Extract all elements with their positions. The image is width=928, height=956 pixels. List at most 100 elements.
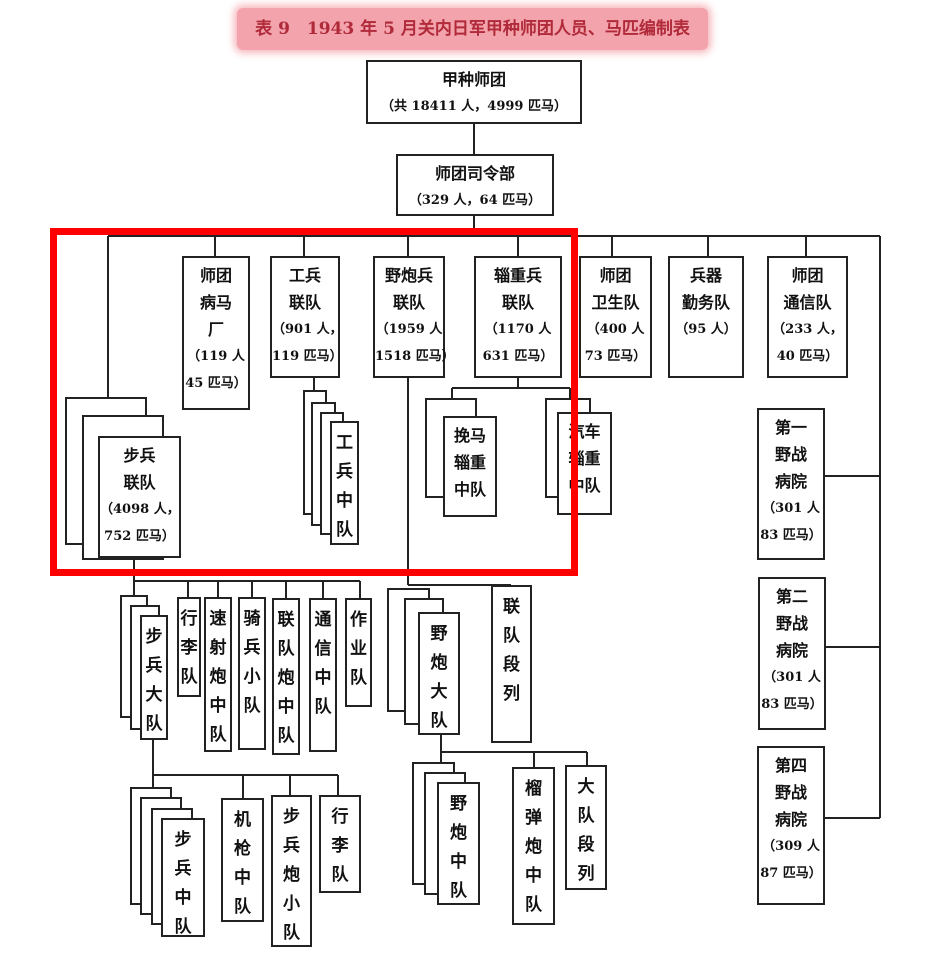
field-gun-company-box: 野炮中队: [437, 782, 480, 905]
box-line: 83 匹马）: [760, 528, 822, 543]
box-line: （301 人: [762, 501, 820, 516]
box-line: 步兵: [123, 446, 156, 465]
box-line: （119 人: [187, 349, 245, 364]
box-line: 联队: [392, 293, 425, 312]
field-hospital-1-box: 第一野战病院 （301 人 83 匹马）: [757, 408, 825, 560]
regiment-baggage-box: 行李队: [177, 597, 201, 697]
box-char: 兵: [145, 656, 163, 676]
box-line: （901 人，: [272, 322, 343, 337]
box-char: 李: [180, 638, 198, 658]
box-char: 中: [525, 866, 542, 886]
signal-company-box: 通信中队: [309, 598, 337, 752]
box-line: 师团: [199, 266, 232, 285]
box-line: 野战: [775, 614, 808, 633]
box-char: 队: [209, 725, 227, 745]
box-line: 631 匹马）: [482, 349, 554, 364]
table-title: 表 9 1943 年 5 月关内日军甲种师团人员、马匹编制表: [237, 8, 708, 50]
box-char: 兵: [243, 638, 261, 658]
work-unit-box: 作业队: [345, 598, 372, 707]
box-line: 第一: [774, 418, 807, 437]
box-line: 辎重: [568, 449, 601, 468]
box-line: （1170 人: [484, 322, 552, 337]
infantry-company-box: 步兵中队: [161, 818, 205, 937]
box-char: 射: [209, 638, 227, 658]
box-line: 752 匹马）: [104, 529, 175, 544]
box-char: 李: [331, 836, 349, 856]
box-char: 队: [331, 865, 349, 885]
box-char: 小: [283, 894, 300, 914]
engineer-company-box: 工兵中队: [330, 421, 359, 545]
box-line: 联队: [123, 473, 156, 492]
box-line: 勤务队: [681, 293, 730, 312]
box-line: 第四: [774, 756, 807, 775]
box-char: 大: [577, 777, 595, 797]
box-char: 弹: [525, 808, 542, 828]
box-line: 挽马: [453, 426, 486, 445]
howitzer-company-box: 榴弹炮中队: [512, 767, 555, 925]
box-char: 业: [350, 639, 367, 659]
box-char: 队: [314, 697, 332, 717]
box-line: （95 人）: [675, 322, 737, 337]
box-line: （共 18411 人，4999 匹马）: [381, 99, 567, 114]
box-line: 病院: [775, 641, 808, 660]
box-char: 炮: [430, 653, 448, 673]
box-char: 速: [209, 609, 227, 629]
engineer-regiment-box: 工兵联队（901 人，119 匹马）: [270, 256, 343, 378]
box-line: 师团: [599, 266, 632, 285]
box-char: 行: [180, 609, 198, 629]
battalion-baggage-box: 行李队: [319, 795, 361, 893]
infantry-battalion-box: 步兵大队: [140, 615, 168, 740]
motor-transport-company-box: 汽车辎重中队: [557, 412, 612, 515]
box-line: 野炮兵: [384, 266, 433, 285]
field-artillery-regiment-box: 野炮兵联队 （1959 人 1518 匹马）: [373, 256, 455, 378]
box-char: 大: [430, 682, 448, 702]
box-line: 1518 匹马）: [375, 349, 455, 364]
box-line: （309 人: [762, 839, 820, 854]
box-char: 工: [336, 433, 353, 453]
box-line: （4098 人，: [100, 502, 180, 517]
infantry-regiment-box: 步兵联队 （4098 人， 752 匹马）: [98, 436, 181, 558]
field-artillery-battalion-box: 野炮大队: [418, 612, 460, 735]
box-line: 第二: [775, 587, 808, 606]
box-line: 野战: [774, 445, 807, 464]
infantry-gun-platoon-box: 步兵炮小队: [271, 795, 312, 947]
box-line: 兵器: [689, 266, 722, 285]
box-line: 师团: [791, 266, 824, 285]
box-char: 中: [174, 888, 192, 908]
box-line: （1959 人: [375, 322, 443, 337]
box-char: 作: [350, 610, 367, 630]
box-char: 队: [174, 917, 192, 937]
box-char: 中: [209, 696, 227, 716]
box-line: 工兵: [288, 266, 321, 285]
box-char: 炮: [450, 823, 467, 843]
box-line: （329 人，64 匹马）: [408, 193, 542, 208]
division-box: 甲种师团（共 18411 人，4999 匹马）: [366, 60, 582, 124]
transport-regiment-box: 辎重兵联队 （1170 人 631 匹马）: [474, 256, 562, 378]
box-line: （301 人: [763, 670, 821, 685]
box-line: 联队: [501, 293, 534, 312]
box-char: 队: [283, 923, 300, 943]
box-line: 辎重兵: [493, 266, 542, 285]
box-line: （233 人，: [772, 322, 843, 337]
battalion-train-box: 大队段列: [565, 765, 607, 890]
box-line: 病院: [774, 472, 807, 491]
box-char: 联: [503, 597, 520, 617]
rapid-fire-gun-company-box: 速射炮中队: [204, 597, 232, 752]
box-char: 段: [503, 655, 520, 675]
box-line: 通信队: [783, 293, 832, 312]
box-line: 119 匹马）: [272, 349, 343, 364]
box-char: 队: [243, 696, 261, 716]
regimental-gun-company-box: 联队炮中队: [272, 598, 300, 755]
box-line: 45 匹马）: [185, 376, 247, 391]
box-char: 信: [314, 639, 332, 659]
horse-transport-company-box: 挽马辎重中队: [443, 416, 497, 517]
box-char: 队: [277, 726, 295, 746]
box-char: 榴: [525, 779, 542, 799]
regiment-train-box: 联队段列: [491, 585, 532, 743]
box-char: 队: [180, 667, 198, 687]
box-char: 队: [450, 881, 467, 901]
box-char: 队: [336, 520, 353, 540]
box-line: 40 匹马）: [776, 349, 839, 364]
